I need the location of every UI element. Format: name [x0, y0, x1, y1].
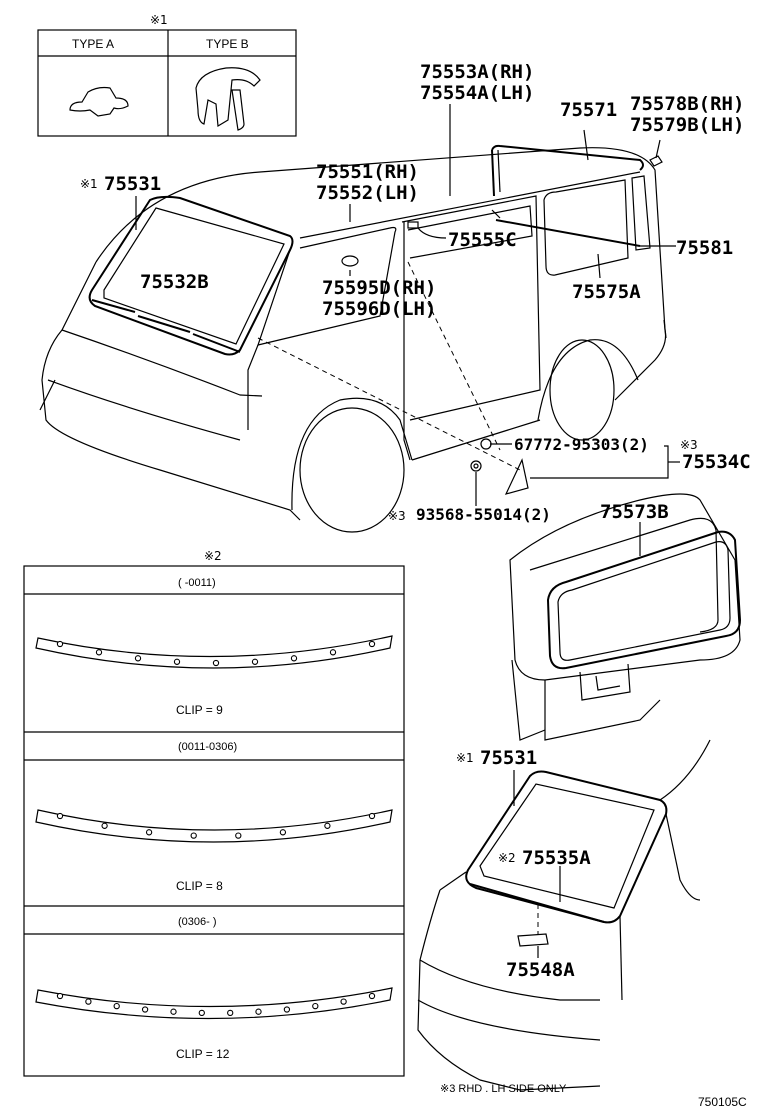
period-2: (0011-0306) [178, 741, 237, 753]
type-b-label: TYPE B [206, 37, 249, 51]
clip-hole [170, 1008, 177, 1015]
label-75531-top: 75531 [104, 173, 161, 195]
mark-75531-bottom: ※1 [456, 751, 474, 765]
back-door-glass-75573b [546, 530, 742, 670]
van-side-view [39, 144, 667, 533]
period-3: (0306- ) [178, 916, 217, 928]
clip-table-mark: ※2 [204, 549, 222, 563]
footnote: ※3 RHD . LH SIDE ONLY [440, 1083, 567, 1095]
clip-hole [329, 649, 337, 656]
label-75573b: 75573B [600, 501, 669, 523]
clip-hole [85, 998, 92, 1005]
label-75553a: 75553A(RH) [420, 61, 534, 83]
clip-hole [113, 1002, 120, 1010]
clip-hole [56, 640, 64, 648]
back-door-view [509, 493, 742, 741]
clip-hole [368, 992, 376, 1000]
label-75581: 75581 [676, 237, 733, 259]
clip-hole [279, 829, 287, 836]
mark-75534c: ※3 [680, 438, 698, 452]
rear-quarter-view [417, 739, 711, 1091]
clip-hole [368, 812, 376, 820]
leader-lines [135, 104, 680, 958]
clip-count-2: CLIP = 8 [176, 879, 223, 893]
label-75578b: 75578B(RH) [630, 93, 744, 115]
label-75579b: 75579B(LH) [630, 114, 744, 136]
label-75554a: 75554A(LH) [420, 82, 534, 104]
clip-hole [141, 1006, 149, 1013]
mark-75531-top: ※1 [80, 177, 98, 191]
clip-hole [251, 658, 259, 665]
label-75531-bottom: 75531 [480, 747, 537, 769]
label-75575a: 75575A [572, 281, 641, 303]
label-75571: 75571 [560, 99, 617, 121]
clip-hole [134, 655, 142, 662]
figure-code: 750105C [698, 1095, 747, 1109]
label-75595d: 75595D(RH) [322, 277, 436, 299]
clip-count-3: CLIP = 12 [176, 1047, 230, 1061]
mark-93568: ※3 [388, 509, 406, 523]
clip-hole [173, 658, 181, 665]
label-75555c: 75555C [448, 229, 517, 251]
clip-hole [340, 998, 347, 1005]
label-75548a: 75548A [506, 959, 575, 981]
clip-hole [145, 829, 153, 836]
label-67772: 67772-95303(2) [514, 435, 649, 454]
label-75552: 75552(LH) [316, 182, 419, 204]
label-93568: 93568-55014(2) [416, 505, 551, 524]
clip-marks-2 [56, 812, 376, 839]
clip-marks-1 [56, 640, 376, 667]
clip-table: ※2 ( -0011) (0011-0306) (0306- ) CLIP = … [23, 549, 405, 1077]
clip-hole [190, 832, 197, 839]
clip-hole [255, 1008, 262, 1015]
clip-hole [235, 832, 242, 839]
part-75534c-garnish [504, 458, 529, 495]
clip-hole [212, 659, 220, 667]
clip-hole [290, 655, 298, 662]
clip-hole [312, 1002, 319, 1010]
clip-hole [56, 812, 64, 820]
type-box-mark: ※1 [150, 13, 168, 27]
type-b-profile-icon [195, 67, 261, 131]
type-a-label: TYPE A [72, 37, 114, 51]
clip-hole [324, 822, 331, 829]
label-75532b: 75532B [140, 271, 209, 293]
type-a-profile-icon [69, 86, 129, 117]
label-75535a: 75535A [522, 847, 591, 869]
clip-hole [368, 640, 376, 648]
moulding-strip-3 [35, 987, 393, 1020]
period-1: ( -0011) [178, 577, 216, 589]
clip-hole [56, 992, 64, 1000]
type-box: ※1 TYPE A TYPE B [37, 13, 297, 137]
label-75596d: 75596D(LH) [322, 298, 436, 320]
label-75551: 75551(RH) [316, 161, 419, 183]
clip-hole [227, 1009, 234, 1017]
clip-marks-3 [56, 992, 376, 1017]
label-75534c: 75534C [682, 451, 751, 473]
moulding-strip-2 [35, 809, 393, 843]
moulding-strip-1 [35, 635, 393, 669]
clip-hole [198, 1009, 205, 1017]
part-labels: 75553A(RH) 75554A(LH) 75571 75578B(RH) 7… [80, 61, 751, 981]
clip-hole [283, 1006, 291, 1013]
clip-count-1: CLIP = 9 [176, 703, 223, 717]
mark-75535a: ※2 [498, 851, 516, 865]
clip-hole [101, 822, 108, 829]
clip-hole [95, 649, 103, 656]
